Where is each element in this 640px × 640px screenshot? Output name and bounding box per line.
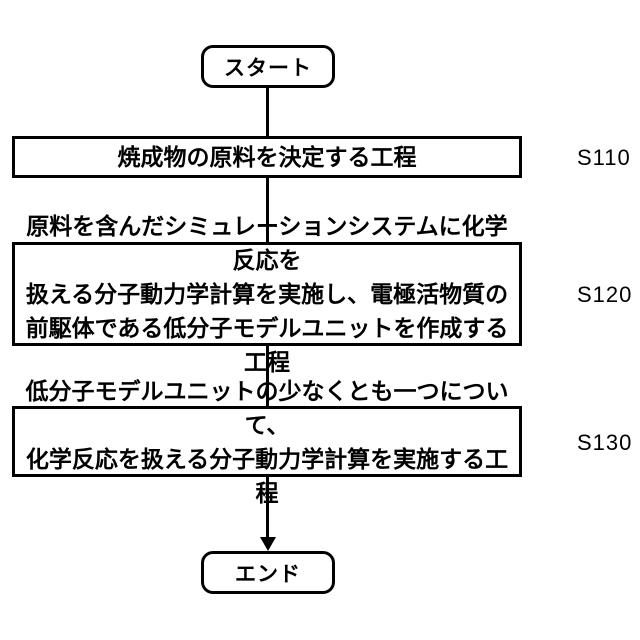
start-terminal: スタート (201, 45, 335, 88)
step-label-s120: S120 (577, 282, 633, 307)
connector-s120-to-s130 (266, 346, 269, 406)
step-label-s130: S130 (577, 430, 633, 455)
end-terminal-label: エンド (235, 562, 301, 586)
arrow-head-icon (260, 537, 276, 551)
step-label-s110: S110 (577, 145, 631, 170)
start-terminal-label: スタート (224, 56, 312, 80)
end-terminal: エンド (201, 551, 335, 594)
process-box-s110: 焼成物の原料を決定する工程 (12, 136, 522, 178)
process-box-s130: 低分子モデルユニットの少なくとも一つについて、 化学反応を扱える分子動力学計算を… (12, 378, 522, 506)
process-box-s120: 原料を含んだシミュレーションシステムに化学反応を 扱える分子動力学計算を実施し、… (12, 213, 522, 375)
process-box-s110-text: 焼成物の原料を決定する工程 (117, 144, 417, 170)
connector-s130-to-end (266, 477, 269, 538)
connector-s110-to-s120 (266, 178, 269, 242)
process-box-s130-text: 低分子モデルユニットの少なくとも一つについて、 化学反応を扱える分子動力学計算を… (25, 377, 509, 506)
connector-start-to-s110 (266, 88, 269, 136)
